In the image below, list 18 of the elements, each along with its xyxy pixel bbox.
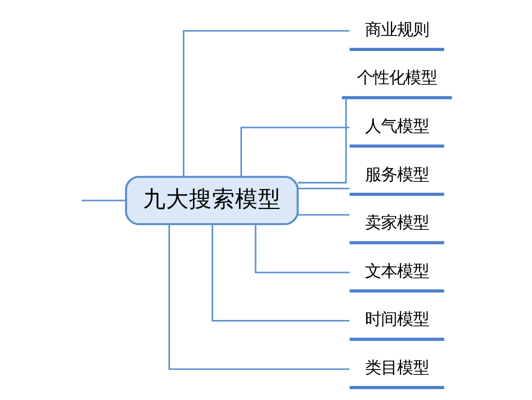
connector — [211, 224, 349, 322]
connector — [297, 214, 349, 216]
connector — [240, 126, 349, 177]
connector — [182, 30, 350, 177]
node-box: 九大搜索模型 — [124, 176, 298, 226]
node-text: 类目模型 — [364, 358, 428, 377]
connector — [81, 200, 126, 202]
connector — [297, 98, 346, 184]
node-text: 卖家模型 — [364, 213, 428, 232]
node-text: 商业规则 — [364, 20, 428, 39]
node-text: 服务模型 — [364, 164, 428, 184]
node-text: 文本模型 — [364, 261, 428, 280]
node-text: 个性化模型 — [356, 68, 436, 88]
connector — [254, 224, 349, 274]
connector — [168, 224, 349, 370]
node-text: 时间模型 — [364, 310, 428, 329]
node-text: 人气模型 — [364, 116, 428, 136]
connector — [297, 188, 349, 190]
